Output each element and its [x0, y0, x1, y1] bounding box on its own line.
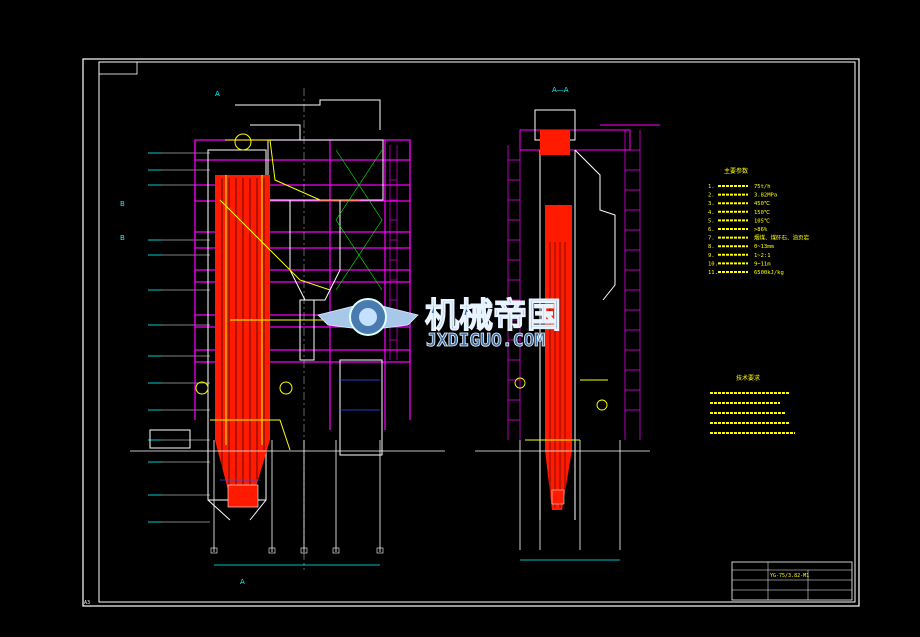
param-value: 6500kJ/kg	[754, 270, 784, 276]
mark-b-right: B	[120, 234, 125, 242]
param-value: 75t/h	[754, 184, 771, 190]
title-block: YG-75/3.82-M1	[731, 561, 853, 601]
corner-label: A3	[84, 600, 90, 606]
section-furnace-panel	[545, 205, 572, 510]
param-value: 9~11m	[754, 261, 771, 267]
steam-piping	[195, 133, 380, 451]
notes-lines-graphic	[710, 392, 795, 434]
param-number: 10.	[708, 261, 718, 267]
param-number: 9.	[708, 253, 715, 259]
section-mark-top: A	[215, 90, 220, 98]
level-leader-lines	[162, 152, 210, 523]
param-value: 105℃	[754, 218, 771, 224]
top-drum	[540, 130, 570, 155]
outer-frame	[82, 58, 860, 607]
param-number: 4.	[708, 210, 715, 216]
param-value: 烟煤、煤矸石、油页岩	[754, 234, 810, 242]
param-number: 1.	[708, 184, 715, 190]
section-columns	[519, 440, 621, 550]
param-value: 150℃	[754, 210, 771, 216]
watermark-url: JXDIGUO.COM	[426, 330, 545, 351]
ladder-structure	[389, 145, 398, 360]
watermark-wing-icon	[317, 298, 419, 336]
inner-frame	[98, 61, 856, 603]
watermark: 机械帝国 JXDIGUO.COM	[317, 295, 562, 351]
boiler-casing-outline	[149, 99, 384, 521]
param-number: 8.	[708, 244, 715, 250]
param-value: >86%	[754, 227, 768, 233]
param-value: 0~13mm	[754, 244, 775, 250]
section-label: A—A	[552, 86, 569, 94]
title-block-code: YG-75/3.82-M1	[770, 573, 809, 579]
blue-accent-lines	[220, 379, 380, 481]
left-elevation-view: A A B B	[120, 88, 445, 586]
cyclone-bracing	[335, 149, 383, 291]
top-left-label-box	[98, 61, 138, 75]
mark-b-left: B	[120, 200, 125, 208]
bottom-slag-box	[227, 484, 259, 508]
side-ladder-left	[507, 145, 521, 440]
section-mark-bottom: A	[240, 578, 245, 586]
section-piping	[514, 377, 608, 441]
technical-notes: 技术要求	[710, 374, 795, 434]
parameters-table: 主要参数 1. 75t/h 2. 3.82MPa 3. 450℃ 4. 150℃ 5. 105℃ 6…	[708, 167, 810, 276]
side-ladder-right	[624, 130, 641, 440]
param-number: 7.	[708, 236, 715, 242]
param-value: 450℃	[754, 201, 771, 207]
params-rows: 1. 75t/h 2. 3.82MPa 3. 450℃ 4. 150℃ 5. 105℃ 6. >86%…	[708, 184, 810, 276]
param-number: 11.	[708, 270, 718, 276]
left-elevation-marks	[148, 152, 162, 523]
watermark-brand: 机械帝国	[425, 296, 561, 336]
params-heading: 主要参数	[724, 167, 748, 175]
column-bases	[210, 547, 384, 554]
right-section-view: A—A	[475, 86, 660, 561]
furnace-tube-panel	[215, 175, 270, 490]
param-number: 3.	[708, 201, 715, 207]
notes-heading: 技术要求	[736, 374, 760, 382]
param-number: 6.	[708, 227, 715, 233]
param-value: 1~2:1	[754, 253, 771, 259]
param-value: 3.82MPa	[754, 193, 777, 199]
param-number: 2.	[708, 193, 715, 199]
param-number: 5.	[708, 218, 715, 224]
